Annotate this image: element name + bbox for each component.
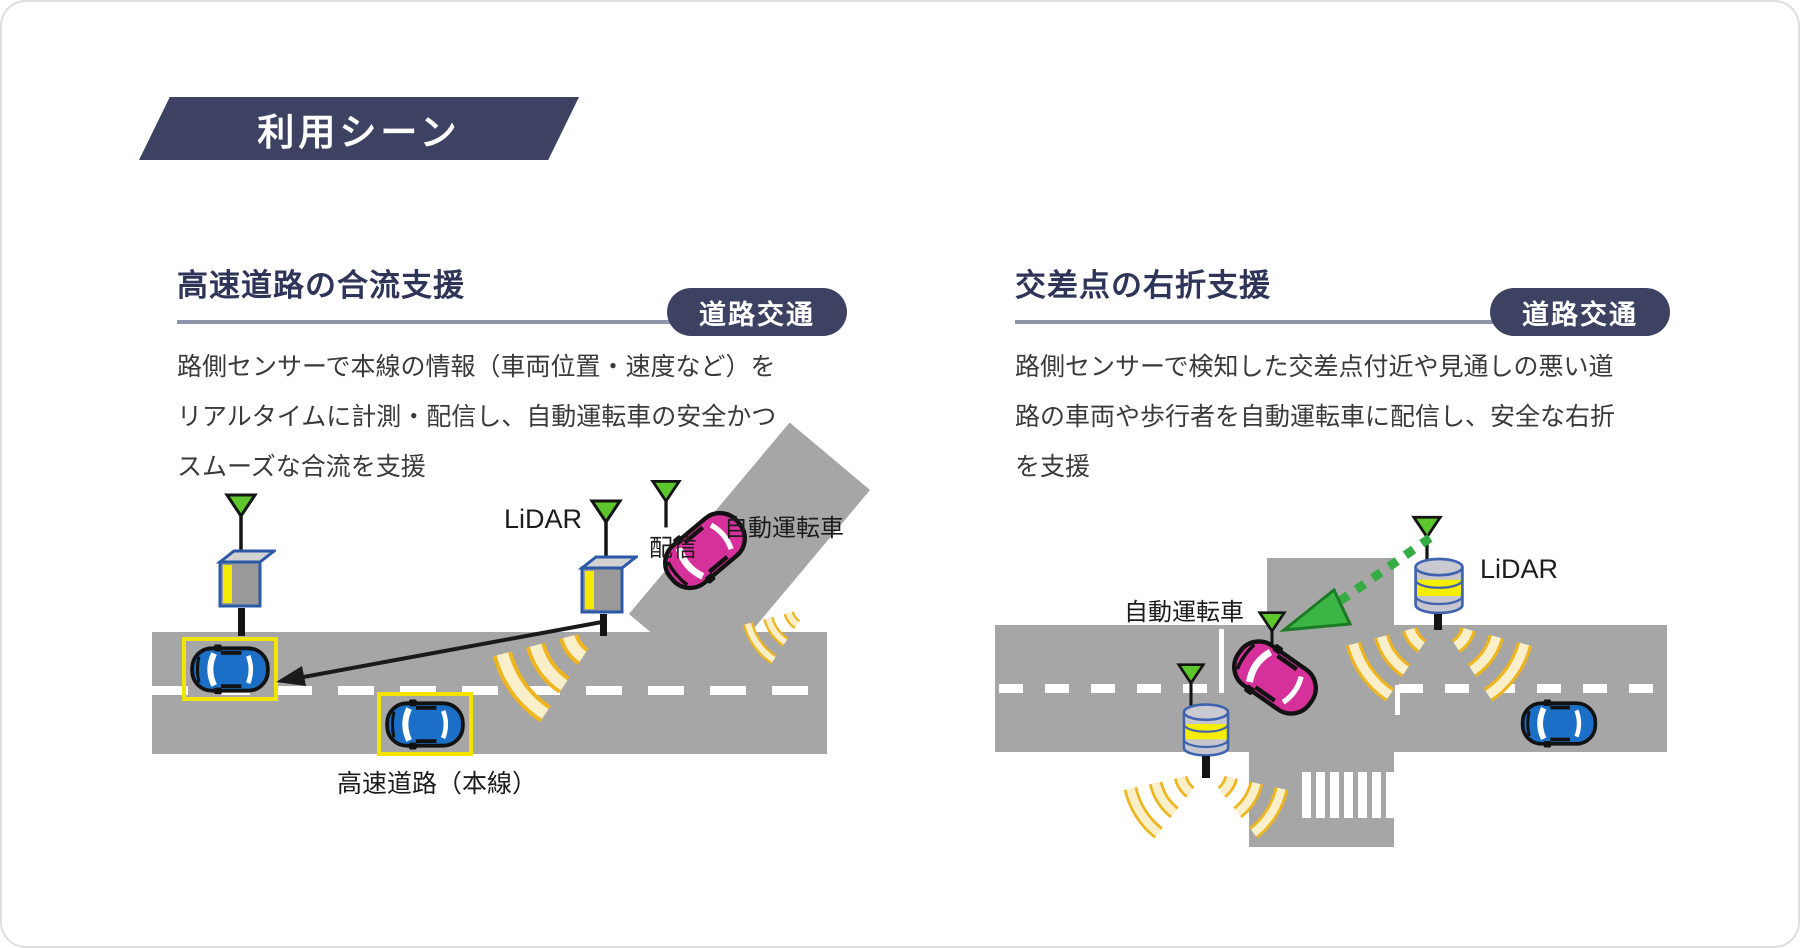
lane-divider-dashed-line — [999, 684, 1211, 693]
right-description-line: を支援 — [1015, 453, 1091, 481]
roadside-sensor-box-icon — [215, 549, 276, 608]
autonomous-car-label: 自動運転車 — [724, 515, 844, 542]
antenna-icon — [224, 493, 258, 550]
autonomous-car-label: 自動運転車 — [1124, 599, 1244, 626]
antenna-icon — [650, 479, 682, 528]
delivery-label: 配信 — [649, 535, 697, 562]
lane-divider-dashed-line — [152, 686, 827, 695]
right-panel-title: 交差点の右折支援 — [1015, 268, 1271, 303]
highway-merge-diagram: LiDAR 配信 自動運転車 高速道路（本線） — [152, 422, 871, 817]
car-blue-icon — [1520, 699, 1598, 748]
left-description-line: 路側センサーで本線の情報（車両位置・速度など）を — [177, 353, 776, 381]
road-caption: 高速道路（本線） — [337, 770, 538, 798]
right-description-line: 路側センサーで検知した交差点付近や見通しの悪い道 — [1015, 353, 1614, 381]
car-pink-autonomous-icon — [1232, 639, 1318, 716]
car-blue-icon — [190, 644, 270, 694]
sonar-waves-icon — [1114, 772, 1206, 850]
detected-vehicle-box — [377, 692, 473, 756]
delivery-arrow — [276, 620, 603, 686]
sensor-pole — [1202, 756, 1210, 778]
right-category-badge: 道路交通 — [1490, 288, 1670, 336]
intersection-diagram: LiDAR 自動運転車 — [862, 472, 1692, 852]
sensor-pole — [238, 608, 245, 636]
sensor-pole — [1434, 614, 1442, 630]
car-blue-icon — [385, 699, 465, 749]
antenna-icon — [1176, 663, 1206, 706]
left-title-underline — [177, 320, 692, 324]
right-title-underline — [1015, 320, 1530, 324]
intersection-edge-line — [1395, 685, 1400, 715]
left-category-badge: 道路交通 — [667, 288, 847, 336]
roadside-sensor-box-icon — [577, 555, 638, 614]
left-panel-title: 高速道路の合流支援 — [177, 268, 465, 303]
detected-vehicle-box — [182, 637, 278, 701]
lidar-cylinder-icon — [1414, 557, 1464, 615]
section-banner: 利用シーン — [139, 97, 579, 160]
car-pink-autonomous-icon — [663, 510, 747, 591]
left-description-line: リアルタイムに計測・配信し、自動運転車の安全かつ — [177, 403, 777, 431]
antenna-icon — [589, 499, 623, 558]
sensor-pole — [600, 614, 607, 636]
banner-label: 利用シーン — [257, 111, 461, 153]
right-description-line: 路の車両や歩行者を自動運転車に配信し、安全な右折 — [1015, 403, 1616, 431]
left-description-line: スムーズな合流を支援 — [177, 453, 426, 481]
lidar-label: LiDAR — [503, 504, 582, 534]
lidar-label: LiDAR — [1480, 554, 1559, 584]
intersection-edge-line — [1219, 629, 1224, 693]
left-description: 路側センサーで本線の情報（車両位置・速度など）を リアルタイムに計測・配信し、自… — [177, 342, 817, 492]
crosswalk — [1302, 772, 1395, 818]
lidar-cylinder-icon — [1182, 703, 1230, 757]
lane-divider-dashed-line — [1399, 684, 1663, 693]
right-description: 路側センサーで検知した交差点付近や見通しの悪い道 路の車両や歩行者を自動運転車に… — [1015, 342, 1655, 492]
delivery-arrow-green — [1279, 534, 1433, 632]
